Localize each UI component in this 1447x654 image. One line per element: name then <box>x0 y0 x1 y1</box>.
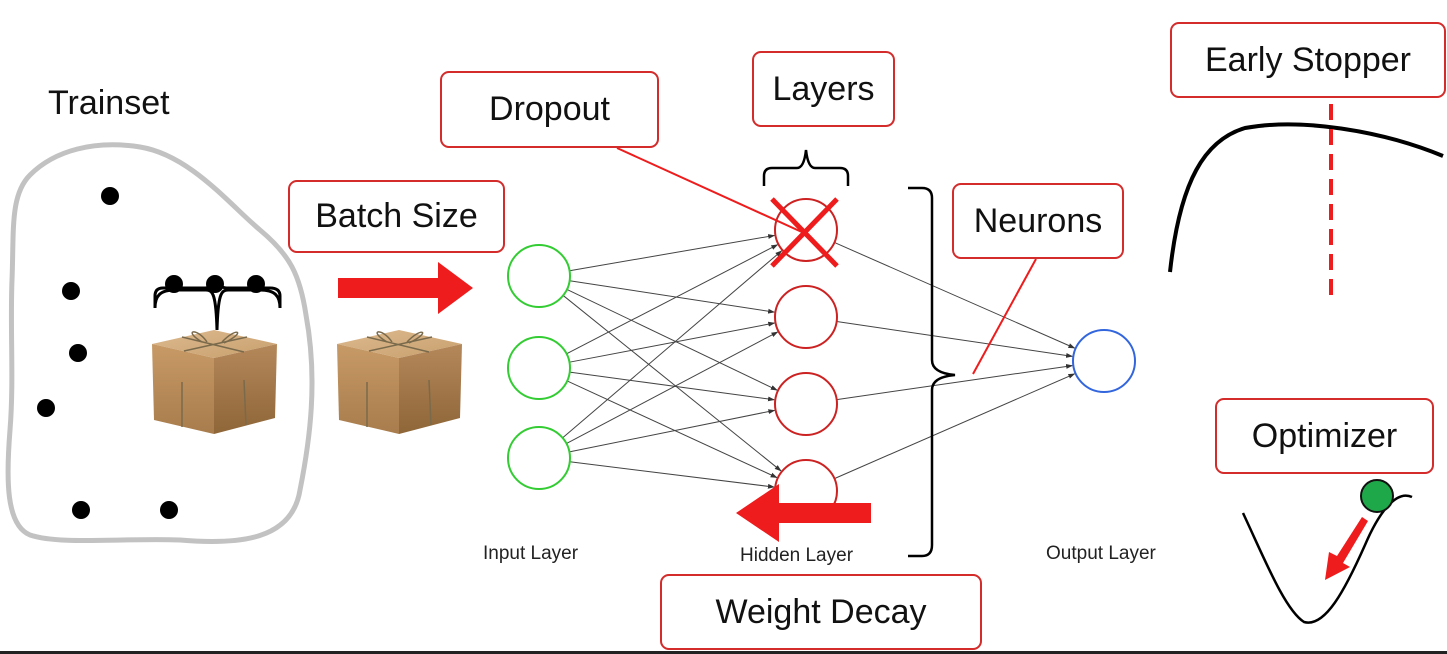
data-point <box>69 344 87 362</box>
connection-arrow <box>569 461 775 489</box>
early-stopper-label: Early Stopper <box>1170 22 1446 98</box>
dropout-label: Dropout <box>440 71 659 148</box>
input-layer-caption: Input Layer <box>483 543 579 564</box>
trainset-boundary <box>5 142 315 544</box>
batch-arrow <box>338 262 473 314</box>
hidden-neuron <box>774 372 838 436</box>
package-icon <box>152 330 277 434</box>
output-neuron <box>1072 329 1136 393</box>
hidden-neuron <box>774 285 838 349</box>
optimizer-label: Optimizer <box>1215 398 1434 474</box>
data-point <box>160 501 178 519</box>
weight-decay-arrow <box>736 484 871 542</box>
connection-arrow <box>836 364 1074 401</box>
data-point <box>206 275 224 293</box>
data-point <box>72 501 90 519</box>
input-neuron <box>507 244 571 308</box>
connection-arrow <box>834 242 1076 349</box>
neurons-brace <box>908 186 956 558</box>
cross-icon <box>770 197 839 268</box>
connection-arrow <box>569 234 776 272</box>
dropout-connector <box>616 147 805 234</box>
connection-arrow <box>569 409 776 453</box>
connection-arrow <box>569 280 776 314</box>
batch-brace <box>153 276 282 308</box>
connection-arrow <box>836 321 1074 358</box>
weight-decay-label: Weight Decay <box>660 574 982 650</box>
batch-size-label: Batch Size <box>288 180 505 253</box>
layers-label: Layers <box>752 51 895 127</box>
connection-arrow <box>569 371 775 402</box>
ball-icon <box>1360 479 1394 513</box>
layers-brace <box>762 149 850 186</box>
connection-arrow <box>566 288 778 391</box>
neurons-label: Neurons <box>952 183 1124 259</box>
hidden-layer-caption: Hidden Layer <box>740 545 854 566</box>
connection-arrow <box>569 321 776 363</box>
connection-arrow <box>566 244 779 355</box>
trainset-label: Trainset <box>48 84 170 122</box>
input-neuron <box>507 336 571 400</box>
data-point <box>62 282 80 300</box>
input-neuron <box>507 426 571 490</box>
connection-arrow <box>834 373 1076 480</box>
connection-arrow <box>566 380 778 479</box>
network-edges <box>562 234 1076 489</box>
neurons-connector <box>972 258 1037 375</box>
output-layer-caption: Output Layer <box>1046 543 1156 564</box>
data-point <box>101 187 119 205</box>
optimizer-arrow <box>1325 517 1368 580</box>
early-stopper-curve <box>1168 122 1444 273</box>
connection-arrow <box>566 331 779 444</box>
data-point <box>37 399 55 417</box>
package-icon <box>337 330 462 434</box>
bottom-rule <box>0 651 1447 654</box>
connection-arrow <box>562 295 782 472</box>
optimizer-curve <box>1241 494 1413 624</box>
connection-arrow <box>562 250 783 439</box>
